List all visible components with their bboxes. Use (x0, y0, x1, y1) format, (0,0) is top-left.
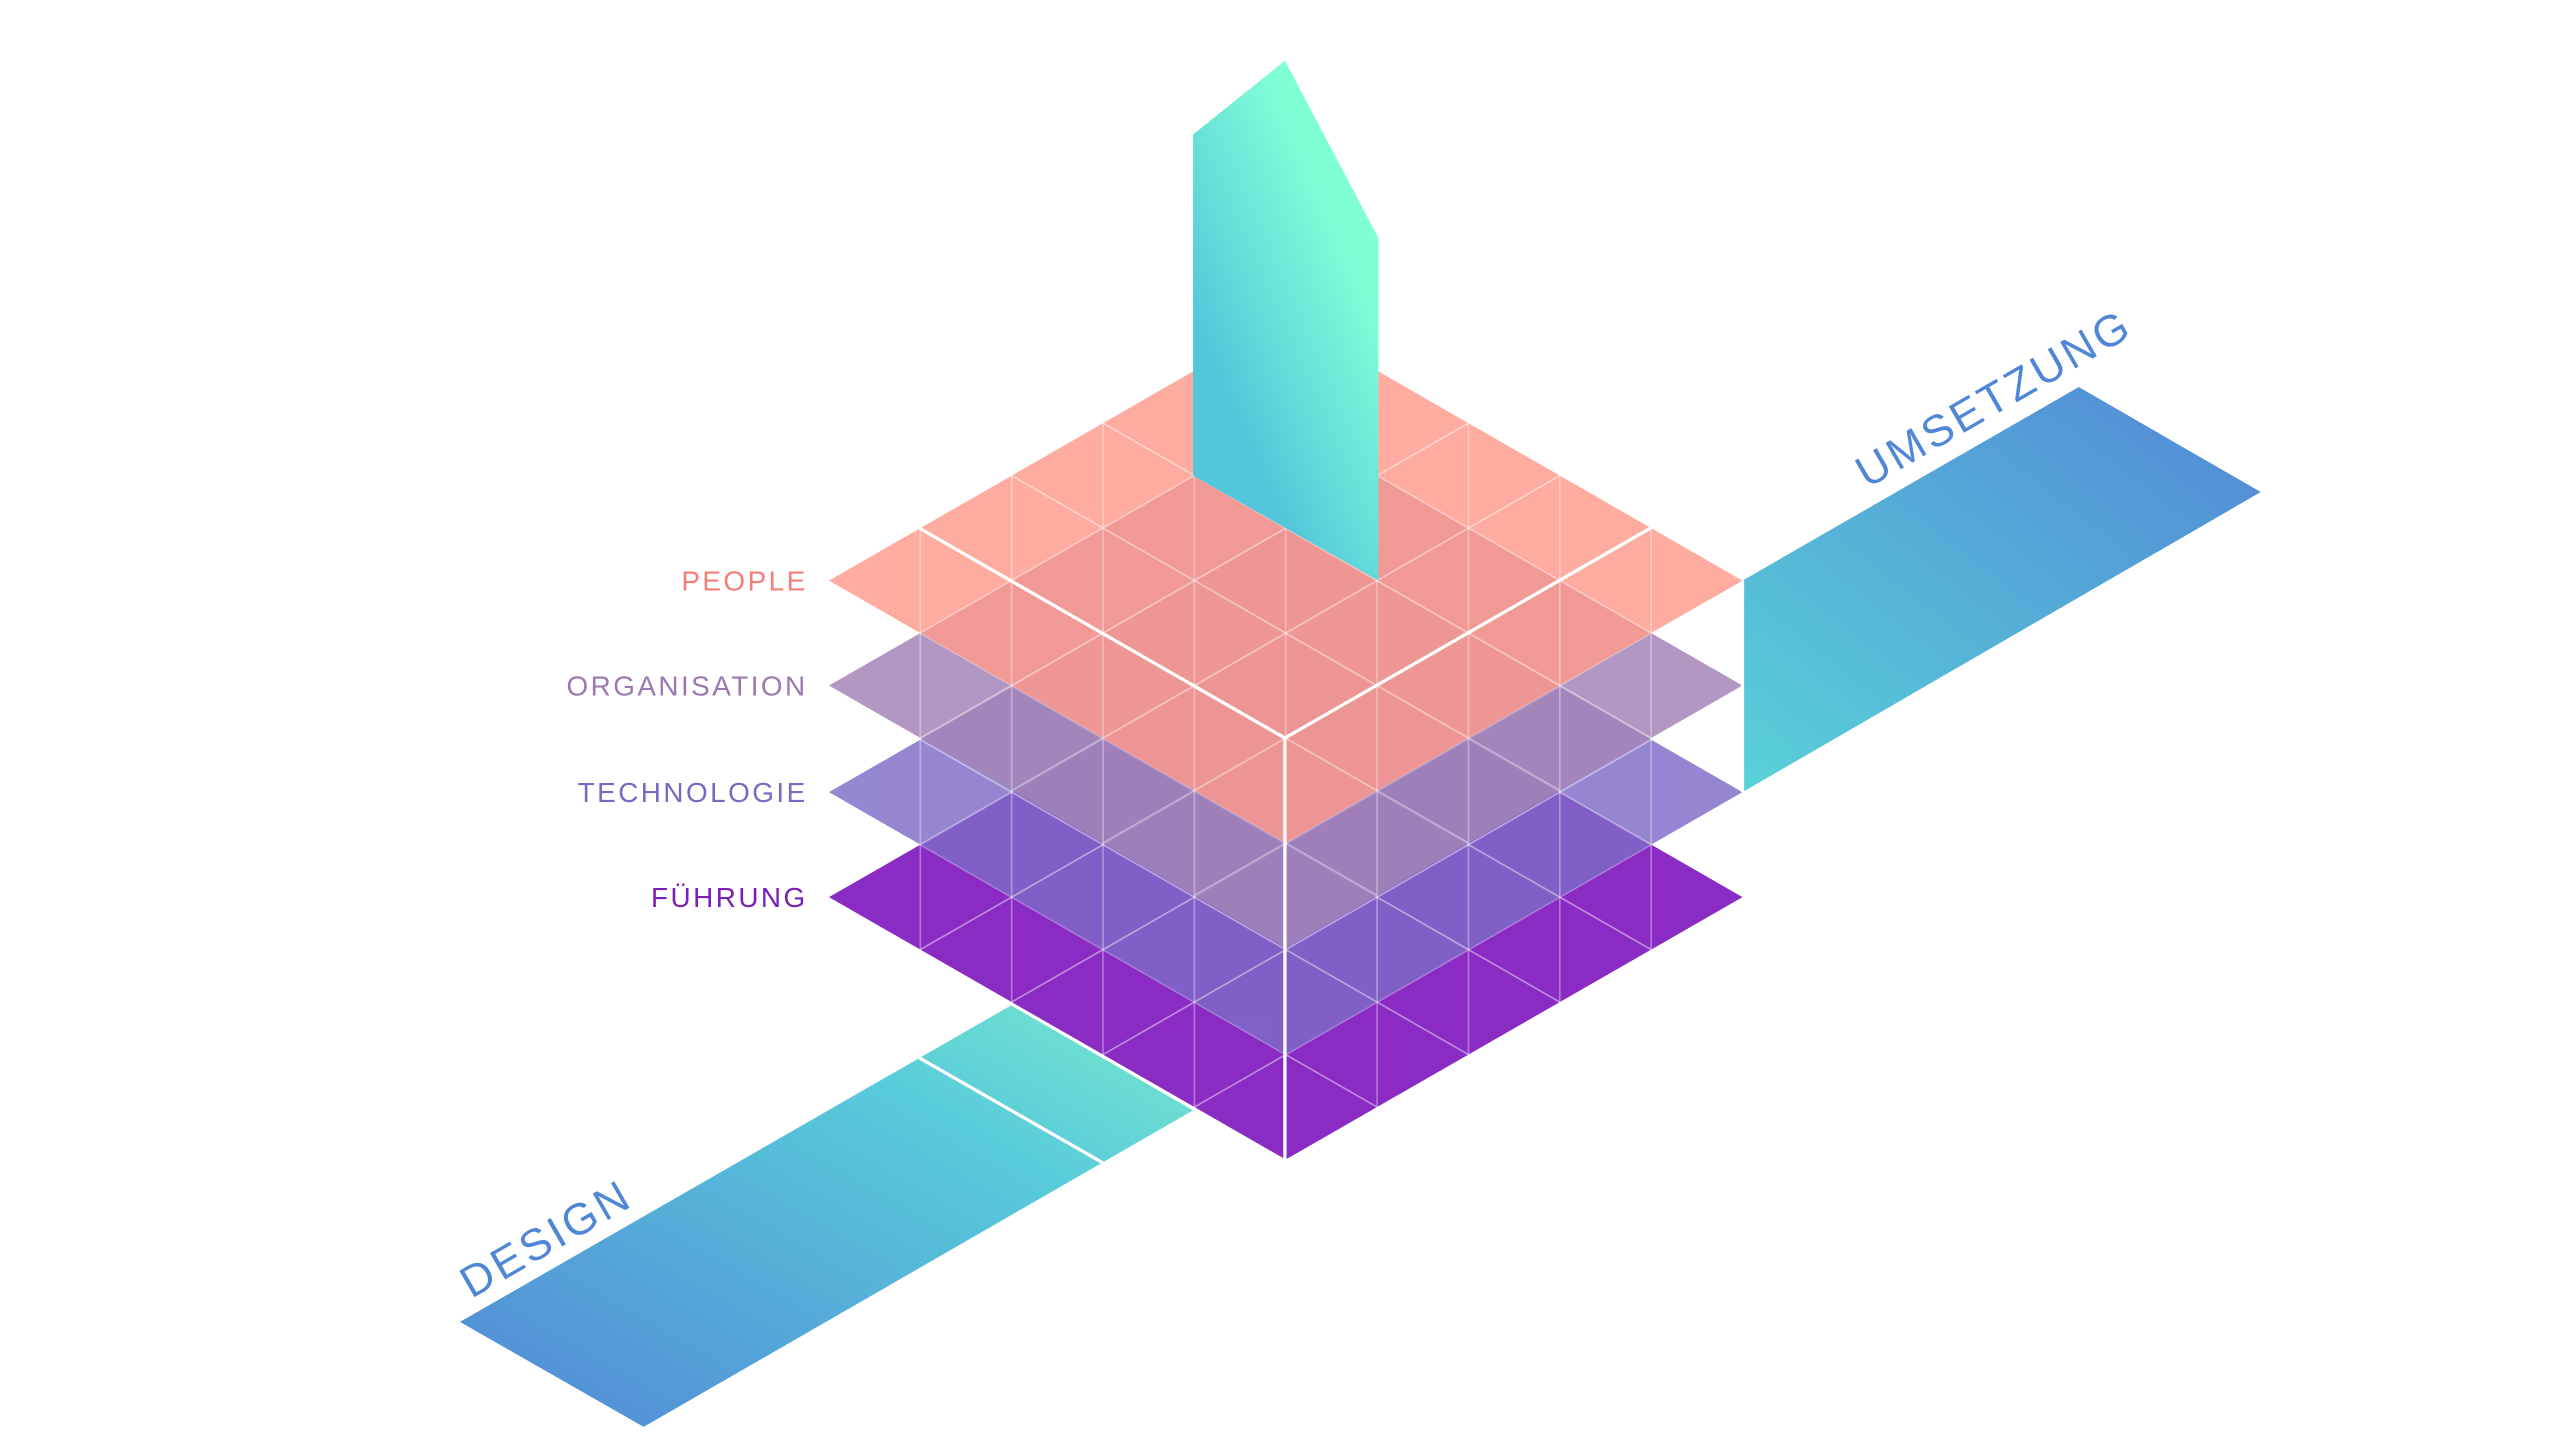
layer-plane (828, 318, 1743, 844)
cube-outline (918, 526, 1745, 1162)
layer-label: TECHNOLOGIE (578, 777, 808, 808)
grid-line (1102, 422, 1561, 687)
layer-label: ORGANISATION (566, 670, 807, 701)
grid-line (1193, 738, 1652, 1003)
layer-label: FÜHRUNG (651, 882, 808, 913)
grid-line (919, 738, 1378, 1003)
tower-shape (1193, 60, 1379, 581)
layer-label: PEOPLE (681, 565, 807, 596)
design-band-divider (918, 1056, 1104, 1165)
grid-line (1011, 422, 1469, 687)
grid-line (1011, 474, 1469, 739)
grid-line (1102, 474, 1561, 739)
umsetzung-band (1742, 387, 2261, 793)
